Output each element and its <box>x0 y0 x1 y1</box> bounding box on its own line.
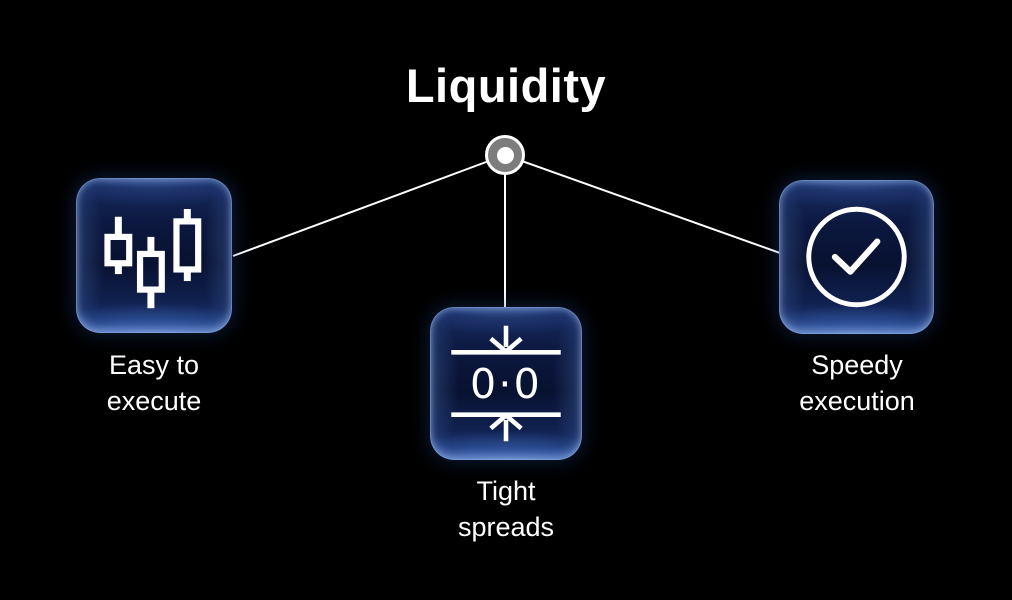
connector-line-left <box>232 154 506 257</box>
spread-value-text: 0·0 <box>470 360 542 408</box>
hub-node-center-dot <box>496 146 514 164</box>
label-line: spreads <box>457 512 555 542</box>
spread-compress-icon: 0·0 <box>451 325 561 442</box>
label-line: execution <box>799 386 915 416</box>
label-line: Easy to <box>108 350 200 380</box>
label-line: execute <box>106 386 202 416</box>
page-title: Liquidity <box>405 59 607 112</box>
label-easy-to-execute: Easy to execute <box>44 347 264 419</box>
tile-speedy-execution <box>779 180 934 334</box>
tile-easy-to-execute <box>76 178 232 333</box>
label-line: Tight <box>476 476 536 506</box>
label-speedy-execution: Speedy execution <box>747 347 967 419</box>
connector-line-right <box>504 154 781 254</box>
label-line: Speedy <box>811 350 903 380</box>
hub-node-icon <box>485 135 525 175</box>
candlestick-chart-icon <box>104 209 202 309</box>
label-tight-spreads: Tight spreads <box>396 473 616 545</box>
tile-tight-spreads: 0·0 <box>430 307 582 460</box>
check-circle-icon <box>806 206 907 308</box>
